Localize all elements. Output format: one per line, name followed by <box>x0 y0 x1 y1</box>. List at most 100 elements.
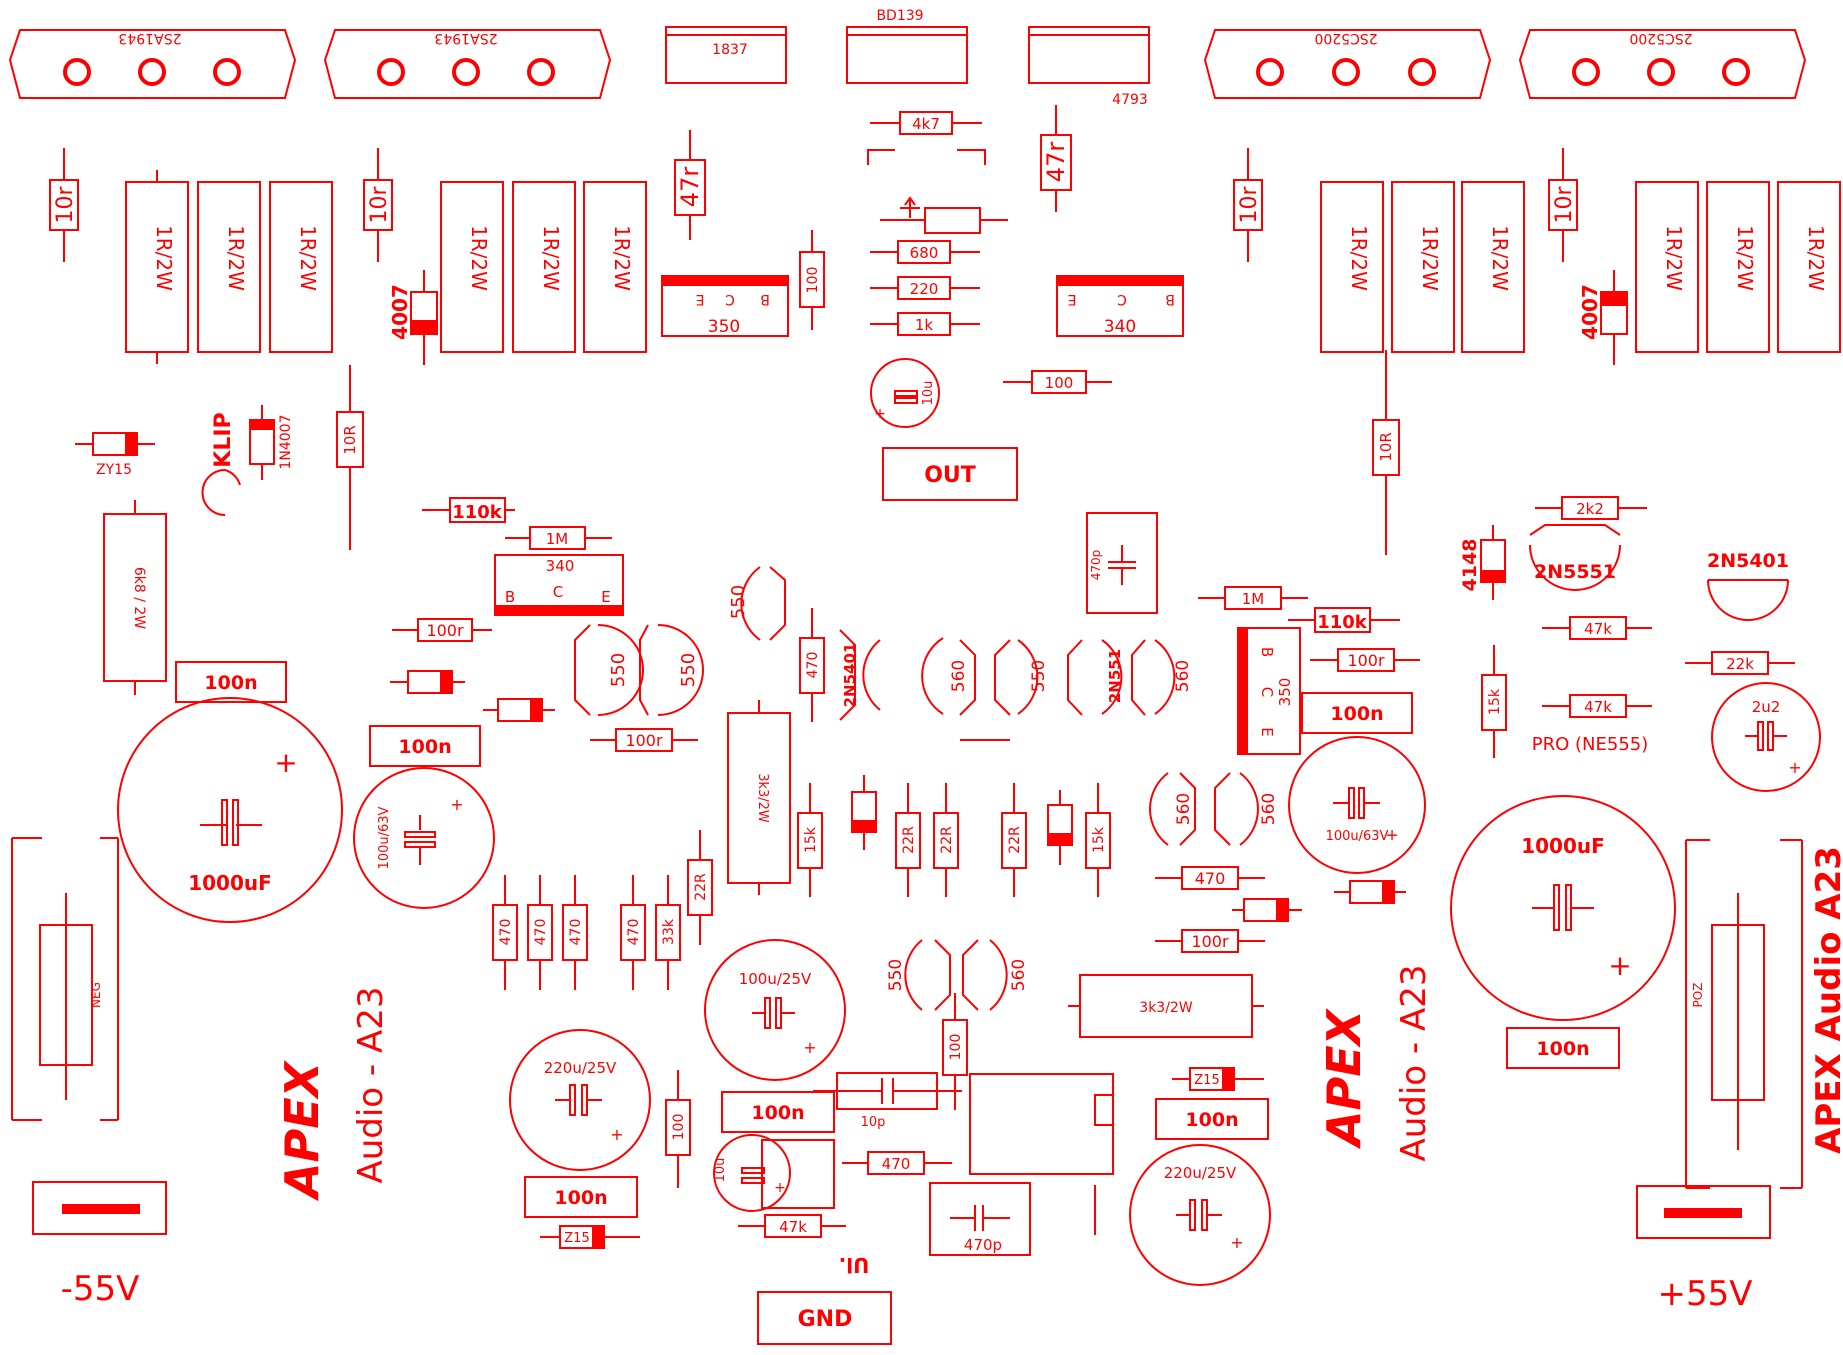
diode-label: 4007 <box>388 284 412 340</box>
transistor-label: 560 <box>1009 959 1029 991</box>
pad-neg-supply: -55V <box>32 1181 167 1309</box>
resistor-10r-d: 10r <box>1548 148 1578 262</box>
pin-label: C <box>553 583 563 601</box>
resistor-label: 1R/2W <box>224 225 248 291</box>
resistor-47r-right: 47r <box>1040 105 1072 212</box>
capacitor-100u63v-left: + 100u/63V <box>353 767 495 909</box>
transistor-550-d: 550 <box>994 639 1049 716</box>
resistor-label: 1R/2W <box>1804 225 1828 291</box>
capacitor-label: 100n <box>398 736 451 758</box>
capacitor-10u-small: 10u + <box>713 1134 835 1212</box>
diode-4007-left: 4007 <box>388 270 438 365</box>
brand-edge: APEX Audio A23 <box>1809 846 1843 1154</box>
capacitor-100n-left-1: 100n <box>175 661 287 703</box>
pin-label: E <box>601 588 610 606</box>
pin-label: E <box>1258 727 1276 736</box>
capacitor-label: 10u <box>921 381 936 406</box>
resistor-label: 1M <box>546 530 569 548</box>
capacitor-220u25v-right: 220u/25V + <box>1129 1144 1271 1286</box>
resistor-1r2w-bank-right-2: 1R/2W 1R/2W 1R/2W <box>1635 181 1841 353</box>
zener-zy15: ZY15 <box>75 432 155 478</box>
resistor-label: 22R <box>1007 826 1023 854</box>
driver-label: 4793 <box>1112 92 1148 108</box>
capacitor-470p-vertical: 470p <box>1086 512 1158 614</box>
resistor-15k-right: 15k <box>1481 645 1507 758</box>
resistor-label: 1R/2W <box>467 225 491 291</box>
capacitor-100n-right-1: 100n <box>1301 692 1413 734</box>
gnd-pad: GND <box>757 1291 892 1345</box>
transistor-label: 2SA1943 <box>434 30 497 46</box>
resistor-label: 100r <box>426 621 464 640</box>
resistor-1k: 1k <box>870 312 980 336</box>
resistor-label: 100 <box>805 267 821 294</box>
resistor-label: 1R/2W <box>1418 225 1442 291</box>
heatsink-label: 340 <box>546 557 575 575</box>
resistor-22R-b: 22R <box>933 783 959 897</box>
transistor-2n5401-center: 2N5401 <box>839 629 881 721</box>
capacitor-100n-center: 100n <box>721 1091 835 1133</box>
resistor-3k3-2w-horizontal: 3k3/2W <box>1068 974 1264 1038</box>
transistor-label: 550 <box>1029 660 1049 692</box>
capacitor-100n-left-2: 100n <box>369 725 481 767</box>
resistor-label: 10R <box>1377 432 1395 462</box>
resistor-label: 22R <box>693 873 709 901</box>
resistor-label: 22R <box>939 826 955 854</box>
resistor-label: 1R/2W <box>1662 225 1686 291</box>
capacitor-100n-left-3: 100n <box>524 1176 638 1218</box>
resistor-10R-left: 10R <box>336 365 364 550</box>
resistor-6k8-2w: 6k8 / 2W <box>103 500 167 695</box>
ic-block <box>969 1073 1114 1175</box>
resistor-3k3-2w-vertical: 3k3/2W <box>727 700 791 895</box>
resistor-label: 100 <box>671 1114 687 1141</box>
heatsink-340-top: E C B 340 <box>1056 275 1184 337</box>
ul-text: Ul. <box>839 1253 870 1277</box>
resistor-110k-left: 110k <box>422 497 515 523</box>
capacitor-label: 100u/63V <box>377 806 392 869</box>
resistor-label: 10r <box>367 186 392 224</box>
resistor-470-row-left: 470 470 470 470 33k 22R <box>492 830 713 990</box>
trimmer-pot <box>880 196 1008 234</box>
resistor-label: 22R <box>901 826 917 854</box>
fuse-label: NEG <box>89 982 103 1008</box>
diode-right-2 <box>1334 880 1406 904</box>
diode-4007-right: 4007 <box>1578 270 1628 365</box>
pin-label: E <box>696 291 705 307</box>
fuse-neg: NEG <box>11 837 119 1121</box>
transistor-label: 2SC5200 <box>1629 30 1692 46</box>
diode-mid-left-2 <box>483 698 555 722</box>
heatsink-label: 340 <box>1104 317 1136 337</box>
resistor-100r-c: 100r <box>1310 648 1420 672</box>
pin-label: B <box>1165 291 1175 307</box>
capacitor-10p: 10p <box>813 1072 962 1130</box>
resistor-label: 1R/2W <box>1488 225 1512 291</box>
heatsink-340-mid: 340 B C E <box>494 554 624 616</box>
resistor-1r2w-bank-left-1: 1R/2W 1R/2W 1R/2W <box>125 170 333 364</box>
pro-label: PRO (NE555) <box>1532 734 1649 755</box>
transistor-2sa1943-left-1: 2SA1943 <box>8 29 297 99</box>
resistor-470-low: 470 <box>842 1151 952 1175</box>
driver-label: 1837 <box>712 42 748 58</box>
resistor-100r-d: 100r <box>1155 929 1265 953</box>
resistor-2k2: 2k2 <box>1535 496 1647 520</box>
resistor-15k-b: 15k <box>1085 783 1111 897</box>
brand-model: Audio - A23 <box>1394 964 1434 1161</box>
svg-text:+: + <box>274 746 297 779</box>
resistor-label: 220 <box>910 280 939 298</box>
resistor-label: 110k <box>1317 612 1368 633</box>
resistor-label: 470 <box>805 652 821 679</box>
transistor-550-e: 550 <box>886 939 951 1011</box>
resistor-100-vertical-low: 100 <box>665 1070 691 1188</box>
out-pad: OUT <box>882 447 1018 501</box>
transistor-550-a: 550 <box>574 624 644 716</box>
diode-right-1 <box>1232 898 1302 922</box>
ul-label: Ul. <box>839 1253 870 1277</box>
transistor-560-e: 560 <box>962 939 1029 1011</box>
transistor-label: 550 <box>728 585 749 619</box>
resistor-100-vertical-top: 100 <box>799 230 825 330</box>
neg-voltage-label: -55V <box>61 1269 140 1309</box>
resistor-10r-b: 10r <box>363 148 393 262</box>
capacitor-100n-right-2: 100n <box>1506 1027 1620 1069</box>
resistor-1r2w-bank-left-2: 1R/2W 1R/2W 1R/2W <box>440 181 647 353</box>
resistor-47k-a: 47k <box>1542 616 1652 640</box>
capacitor-label: 100n <box>554 1187 607 1209</box>
